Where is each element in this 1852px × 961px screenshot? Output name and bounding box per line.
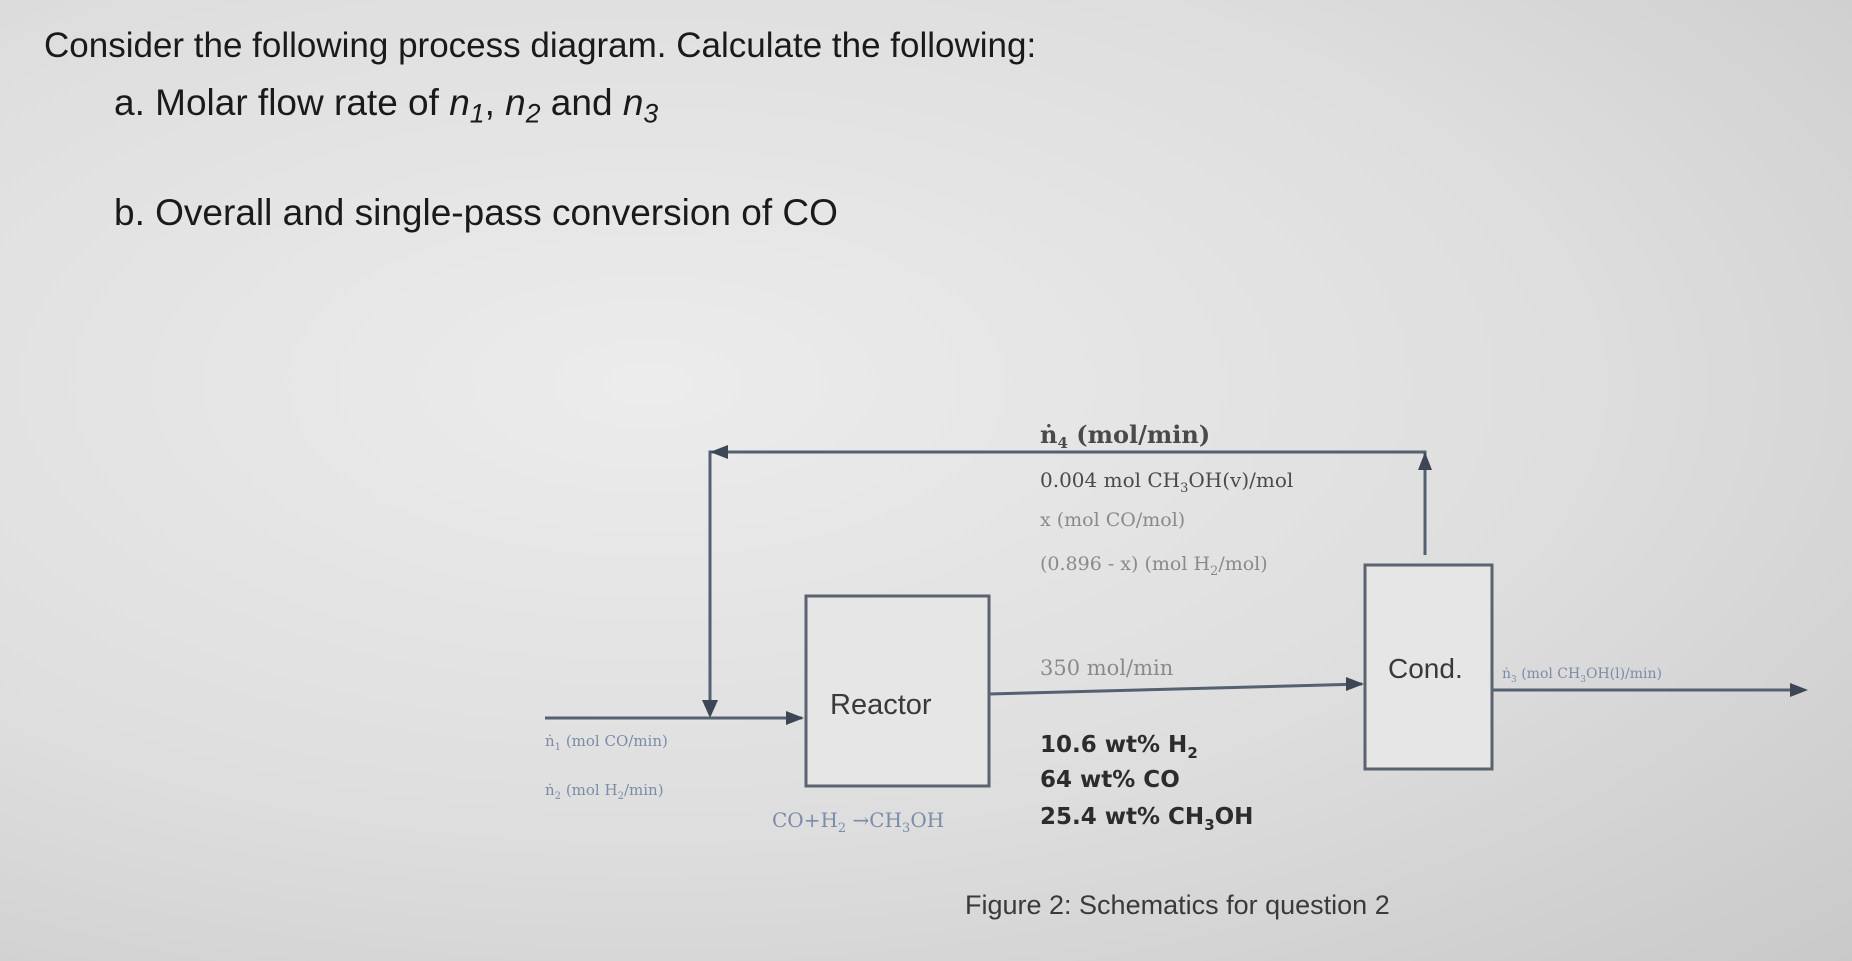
part-a-prefix: a. Molar flow rate of <box>114 82 450 123</box>
product-n3-units-end: OH(l)/min) <box>1586 666 1662 682</box>
outlet-co-fraction: 64 wt% CO <box>1040 767 1180 793</box>
n4-units: (mol/min) <box>1068 420 1210 449</box>
outlet-meoh-fraction: 25.4 wt% CH3OH <box>1040 804 1253 834</box>
recycle-methanol-fraction: 0.004 mol CH3OH(v)/mol <box>1040 468 1293 496</box>
reaction-rhs-end: OH <box>910 808 944 832</box>
recycle-methanol-end: OH(v)/mol <box>1188 468 1293 492</box>
recycle-up-arrowhead <box>1418 452 1432 470</box>
product-arrowhead <box>1790 683 1808 697</box>
n3-subscript: 3 <box>643 98 659 129</box>
condenser-box <box>1363 563 1494 771</box>
recycle-down-arrowhead <box>702 700 718 718</box>
reactor-box <box>804 594 991 788</box>
feed-n1-symbol: ṅ <box>545 732 555 750</box>
outlet-h2-subscript: 2 <box>1187 744 1197 762</box>
product-n3-units-subscript: 3 <box>1580 675 1586 685</box>
recycle-stream <box>708 450 1427 710</box>
feed-n2-label: ṅ2 (mol H2/min) <box>545 781 664 802</box>
question-part-b: b. Overall and single-pass conversion of… <box>114 192 838 233</box>
n2-subscript: 2 <box>525 98 541 129</box>
question-title: Consider the following process diagram. … <box>44 26 1037 65</box>
product-n3-units: (mol CH <box>1517 666 1580 682</box>
outlet-meoh-end: OH <box>1215 804 1254 830</box>
n1-subscript: 1 <box>469 98 485 129</box>
n4-subscript: 4 <box>1057 434 1067 452</box>
reactor-outlet-flow: 350 mol/min <box>1040 656 1173 680</box>
recycle-methanol-subscript: 3 <box>1180 481 1188 496</box>
reactor-outlet-arrowhead <box>1346 677 1364 691</box>
outlet-meoh-subscript: 3 <box>1204 816 1214 834</box>
reaction-lhs-subscript: 2 <box>838 821 846 836</box>
feed-n1-label: ṅ1 (mol CO/min) <box>545 732 668 753</box>
outlet-meoh-text: 25.4 wt% CH <box>1040 804 1204 830</box>
product-n3-subscript: 3 <box>1511 675 1517 685</box>
recycle-h2-subscript: 2 <box>1210 564 1218 579</box>
feed-n2-units-subscript: 2 <box>618 791 624 802</box>
question-part-a: a. Molar flow rate of n1, n2 and n3 <box>114 82 658 129</box>
outlet-h2-fraction: 10.6 wt% H2 <box>1040 732 1198 762</box>
recycle-h2-fraction: (0.896 - x) (mol H2/mol) <box>1040 553 1268 579</box>
part-a-separator-2: and <box>540 82 623 123</box>
recycle-co-fraction: x (mol CO/mol) <box>1040 509 1185 531</box>
n4-symbol: ṅ <box>1040 420 1057 449</box>
n2-symbol: n <box>505 82 526 123</box>
reaction-lhs: CO+H <box>772 808 838 832</box>
feed-n2-units: (mol H <box>561 781 618 799</box>
product-n3-label: ṅ3 (mol CH3OH(l)/min) <box>1502 666 1662 685</box>
feed-n2-symbol: ṅ <box>545 781 555 799</box>
reactor-outlet-stream <box>988 682 1363 696</box>
reactor-label: Reactor <box>830 689 932 721</box>
reaction-rhs-subscript: 3 <box>902 821 910 836</box>
n3-symbol: n <box>622 82 644 123</box>
product-n3-symbol: ṅ <box>1502 666 1511 682</box>
reaction-arrow: →CH <box>846 808 902 832</box>
recycle-h2-text: (0.896 - x) (mol H <box>1040 553 1210 575</box>
feed-n1-subscript: 1 <box>555 742 561 753</box>
recycle-methanol-text: 0.004 mol CH <box>1040 468 1180 492</box>
part-a-separator-1: , <box>484 82 506 123</box>
feed-n2-subscript: 2 <box>555 791 561 802</box>
outlet-h2-text: 10.6 wt% H <box>1040 732 1187 758</box>
figure-caption: Figure 2: Schematics for question 2 <box>965 890 1390 920</box>
feed-n1-units: (mol CO/min) <box>561 732 668 750</box>
recycle-left-arrowhead <box>710 445 728 459</box>
n4-label: ṅ4 (mol/min) <box>1040 420 1210 452</box>
feed-arrowhead <box>786 711 804 725</box>
recycle-h2-end: /mol) <box>1218 553 1267 575</box>
feed-n2-units-end: /min) <box>624 781 664 799</box>
condenser-label: Cond. <box>1388 653 1463 684</box>
reaction-equation: CO+H2 →CH3OH <box>772 808 944 836</box>
n1-symbol: n <box>449 82 470 123</box>
